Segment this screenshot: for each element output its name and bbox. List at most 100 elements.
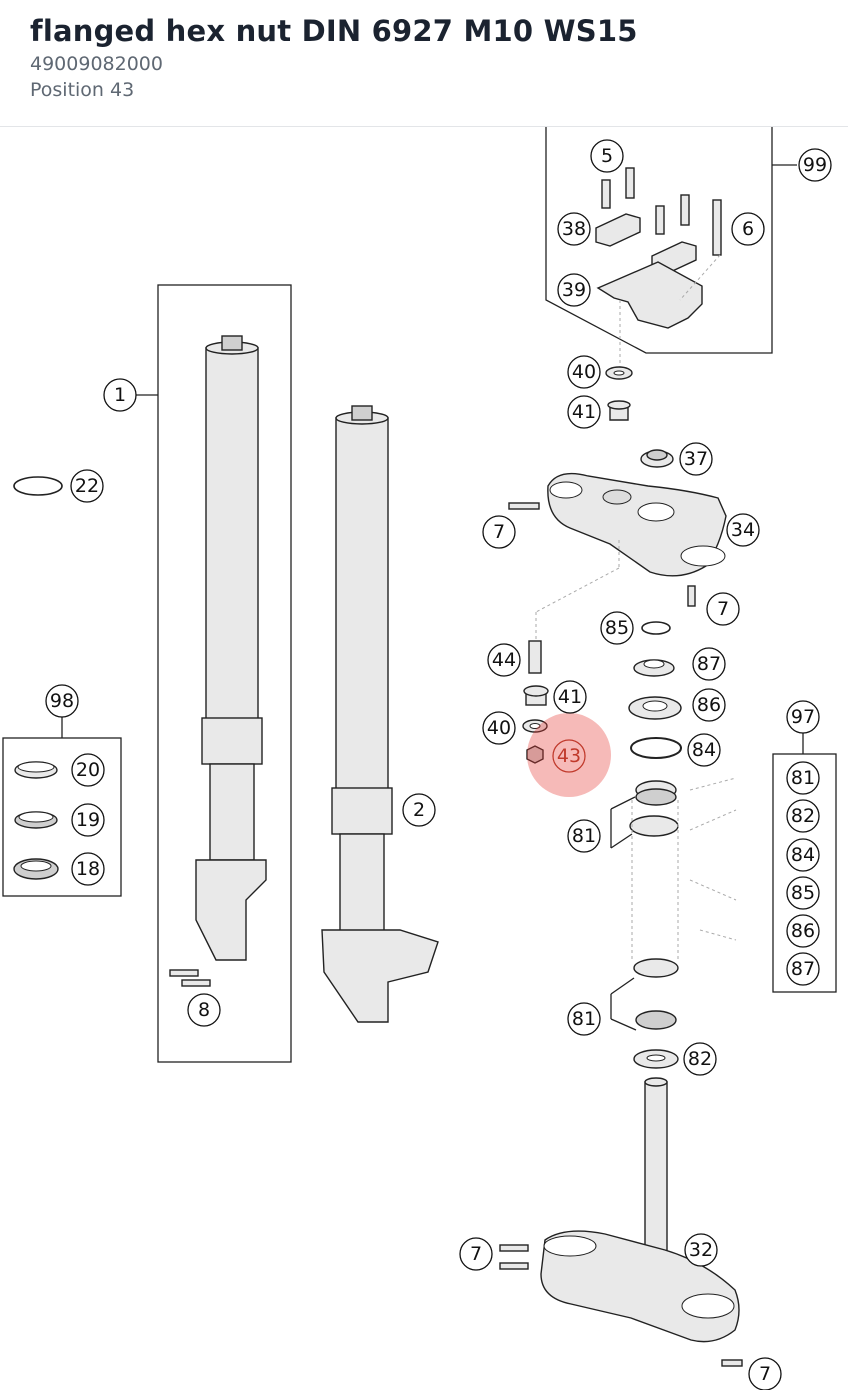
nut-87[interactable] [633,659,675,677]
svg-text:39: 39 [562,279,586,301]
callout-20[interactable]: 20 [71,753,105,787]
callout-41-mid[interactable]: 41 [553,680,587,714]
callout-97-84[interactable]: 84 [786,838,820,872]
callout-40-top[interactable]: 40 [567,355,601,389]
handlebar-clamp-assembly[interactable] [595,167,722,370]
svg-text:7: 7 [759,1363,771,1385]
svg-text:34: 34 [731,519,755,541]
svg-text:87: 87 [697,653,721,675]
group-box-97 [772,733,837,993]
lower-triple-clamp[interactable] [499,1077,743,1367]
callout-7-left[interactable]: 7 [482,515,516,549]
callout-40-mid[interactable]: 40 [482,711,516,745]
callout-81-top[interactable]: 81 [567,819,601,853]
svg-text:84: 84 [791,844,815,866]
callout-97-87[interactable]: 87 [786,952,820,986]
callout-1[interactable]: 1 [103,378,137,412]
svg-text:87: 87 [791,958,815,980]
ring-84[interactable] [630,737,682,759]
svg-text:81: 81 [572,825,596,847]
svg-text:8: 8 [198,999,210,1021]
svg-text:81: 81 [572,1008,596,1030]
callout-22[interactable]: 22 [70,469,104,503]
fork-leg-1[interactable] [169,335,267,987]
bearing-81-top[interactable] [629,780,679,837]
o-ring-22[interactable] [13,476,63,496]
svg-text:85: 85 [791,882,815,904]
callout-2[interactable]: 2 [402,793,436,827]
svg-text:5: 5 [601,145,613,167]
bush-20[interactable] [14,761,58,779]
svg-text:37: 37 [684,448,708,470]
svg-text:2: 2 [413,799,425,821]
seal-82[interactable] [633,1049,679,1069]
callout-37[interactable]: 37 [679,442,713,476]
svg-text:19: 19 [76,809,100,831]
callout-99[interactable]: 99 [798,148,832,182]
callout-8[interactable]: 8 [187,993,221,1027]
callout-87[interactable]: 87 [692,647,726,681]
top-clamp-sleeve[interactable] [607,400,631,421]
callout-39[interactable]: 39 [557,273,591,307]
svg-text:43: 43 [557,745,581,767]
washer-40[interactable] [522,719,548,733]
top-cap-37[interactable] [640,449,674,468]
svg-text:32: 32 [689,1239,713,1261]
callout-38[interactable]: 38 [557,212,591,246]
bush-19[interactable] [14,811,58,829]
callout-97-85[interactable]: 85 [786,876,820,910]
callout-81-bottom[interactable]: 81 [567,1002,601,1036]
callout-5[interactable]: 5 [590,139,624,173]
part-title: flanged hex nut DIN 6927 M10 WS15 [30,14,638,48]
callout-85[interactable]: 85 [600,611,634,645]
svg-text:86: 86 [697,694,721,716]
seal-86[interactable] [628,696,682,720]
svg-text:97: 97 [791,706,815,728]
callout-82[interactable]: 82 [683,1042,717,1076]
svg-text:84: 84 [692,739,716,761]
svg-text:41: 41 [558,686,582,708]
svg-text:20: 20 [76,759,100,781]
callout-43-highlighted[interactable]: 43 [552,739,586,773]
callout-7-right[interactable]: 7 [706,592,740,626]
spacer-44[interactable] [528,640,542,674]
flanged-hex-nut-43[interactable] [526,713,611,797]
leader-lines [610,796,637,1031]
seal-18[interactable] [13,858,59,880]
callout-86[interactable]: 86 [692,688,726,722]
svg-text:85: 85 [605,617,629,639]
svg-text:7: 7 [717,598,729,620]
bearing-81-bottom[interactable] [633,958,679,1030]
callout-6[interactable]: 6 [731,212,765,246]
callout-97-82[interactable]: 82 [786,799,820,833]
callout-41-top[interactable]: 41 [567,395,601,429]
callout-34[interactable]: 34 [726,513,760,547]
upper-triple-clamp[interactable] [508,472,727,607]
callout-7-lower-right[interactable]: 7 [748,1357,782,1390]
top-clamp-washer[interactable] [605,366,633,380]
part-number: 49009082000 [30,53,163,75]
callout-97-86[interactable]: 86 [786,914,820,948]
callout-97[interactable]: 97 [786,700,820,734]
group-box-1 [136,284,292,1063]
callout-44[interactable]: 44 [487,643,521,677]
group-box-98 [2,716,122,897]
svg-text:22: 22 [75,475,99,497]
callout-97-81[interactable]: 81 [786,761,820,795]
svg-text:18: 18 [76,858,100,880]
callout-19[interactable]: 19 [71,803,105,837]
svg-text:82: 82 [791,805,815,827]
svg-text:81: 81 [791,767,815,789]
svg-text:7: 7 [470,1243,482,1265]
sleeve-41[interactable] [523,685,549,706]
group-box-99 [545,127,797,354]
callout-98[interactable]: 98 [45,684,79,718]
fork-leg-2[interactable] [321,405,439,1023]
callout-32[interactable]: 32 [684,1233,718,1267]
svg-text:1: 1 [114,384,126,406]
callout-84[interactable]: 84 [687,733,721,767]
o-ring-85[interactable] [641,621,671,635]
callout-18[interactable]: 18 [71,852,105,886]
callout-7-lower-left[interactable]: 7 [459,1237,493,1271]
